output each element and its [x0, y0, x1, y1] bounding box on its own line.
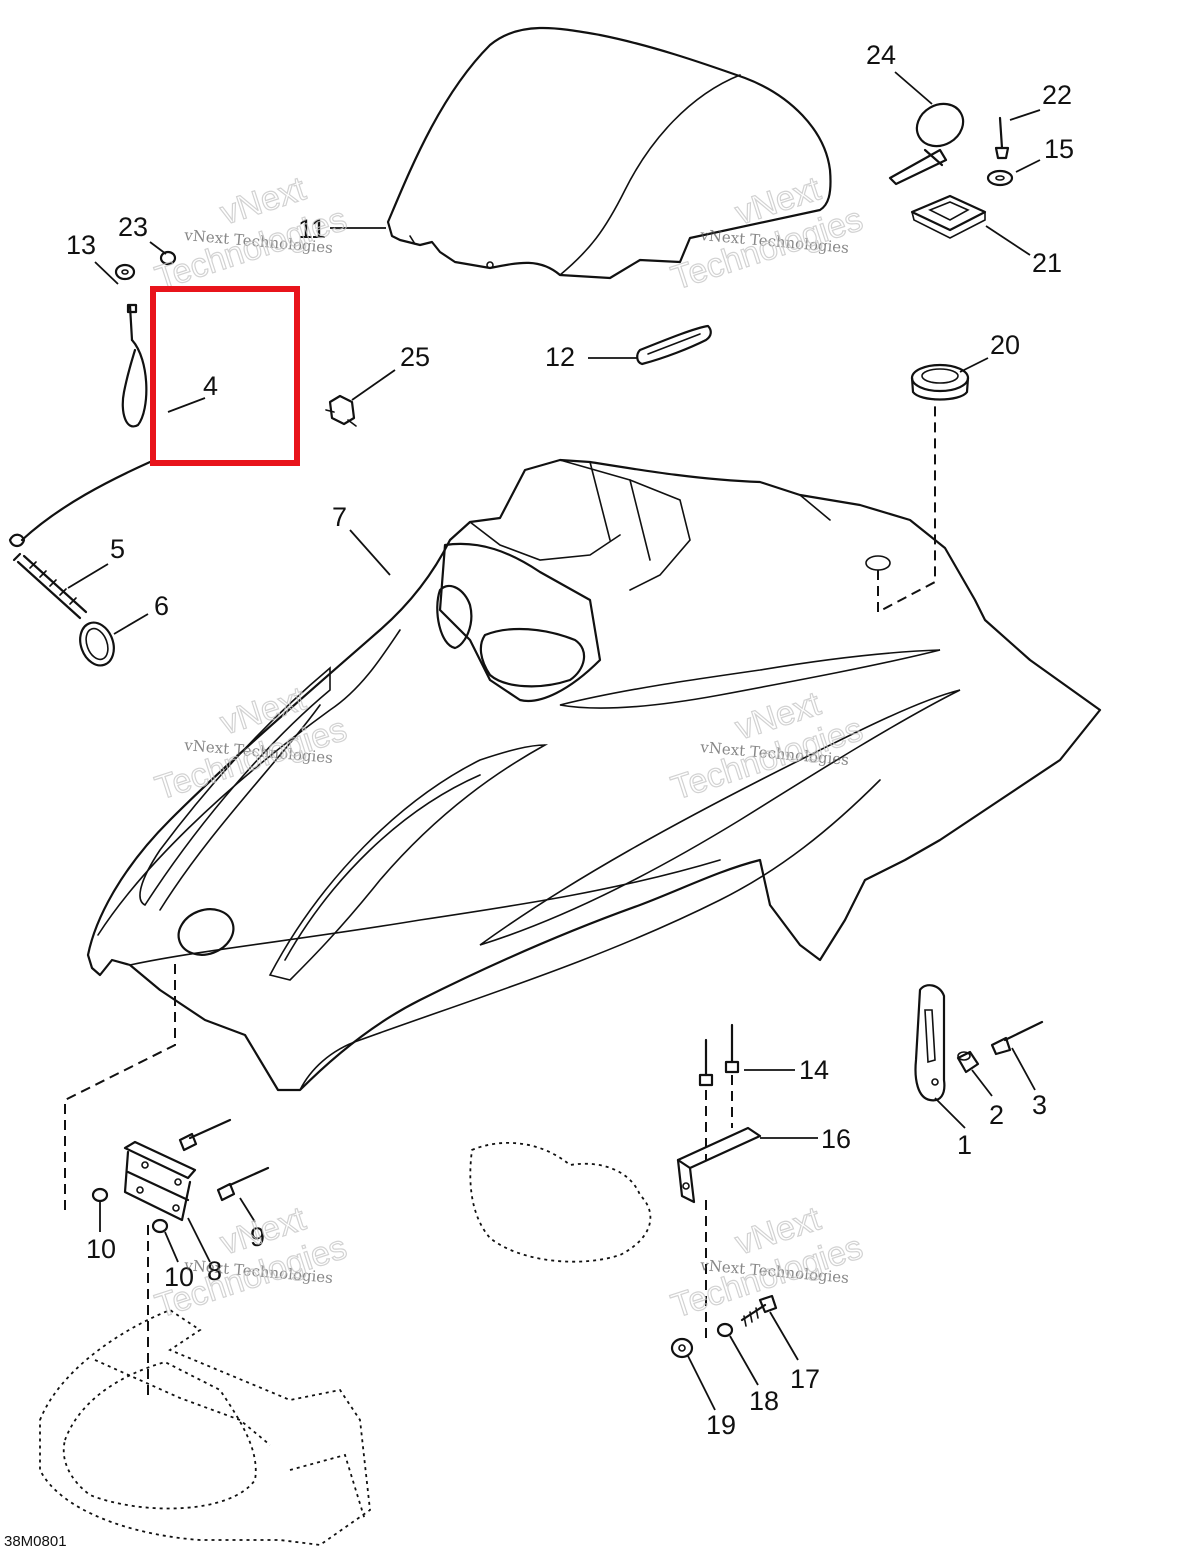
drawing-code: 38M0801: [4, 1533, 67, 1550]
callout-8: 8: [207, 1256, 222, 1286]
washer-10-part[interactable]: [91, 1187, 169, 1234]
callout-labels: 11 24 22 15 21 20 12 25 13 23 4 7 5 6 14…: [66, 40, 1074, 1440]
windshield-part[interactable]: [386, 26, 832, 280]
watermark-mid-right: vNext vNext Technologies Technologies: [666, 684, 868, 808]
hood-part[interactable]: [86, 400, 1102, 1092]
bracket-16-part[interactable]: [676, 1126, 762, 1204]
spacer-2-part[interactable]: [956, 1050, 980, 1074]
callout-15: 15: [1044, 134, 1074, 164]
tether-cable-part[interactable]: [8, 303, 152, 548]
pin-5-part[interactable]: [12, 552, 88, 620]
rivet-3-part[interactable]: [990, 1020, 1044, 1056]
handle-1-part[interactable]: [914, 984, 946, 1102]
washer-23-part[interactable]: [159, 250, 177, 266]
callout-9: 9: [250, 1222, 265, 1252]
callout-17: 17: [790, 1364, 820, 1394]
nut-13-part[interactable]: [114, 263, 136, 281]
washer-15-part[interactable]: [986, 169, 1014, 187]
watermark-bottom-right: vNext vNext Technologies Technologies: [666, 1199, 868, 1326]
hinge-8-part[interactable]: [123, 1140, 197, 1222]
cable-tie-part[interactable]: [888, 96, 971, 186]
callout-1: 1: [957, 1130, 972, 1160]
callout-14: 14: [799, 1055, 829, 1085]
highlight-box: [150, 286, 300, 466]
leader-lines: [67, 71, 1041, 1411]
callout-13: 13: [66, 230, 96, 260]
strip-12-part[interactable]: [636, 324, 712, 366]
callout-4: 4: [203, 371, 218, 401]
callout-10-right: 10: [164, 1262, 194, 1292]
callout-22: 22: [1042, 80, 1072, 110]
mount-base-21-part[interactable]: [910, 194, 987, 239]
callout-7: 7: [332, 502, 347, 532]
grommet-20-part[interactable]: [910, 363, 970, 401]
watermark-top-right: vNext vNext Technologies Technologies: [666, 169, 868, 298]
callout-16: 16: [821, 1124, 851, 1154]
clip-25-part[interactable]: [325, 394, 357, 427]
callout-23: 23: [118, 212, 148, 242]
callout-20: 20: [990, 330, 1020, 360]
callout-11: 11: [298, 214, 326, 244]
callout-10-left: 10: [86, 1234, 116, 1264]
screw-17-part[interactable]: [740, 1294, 778, 1327]
washer-19-part[interactable]: [670, 1337, 694, 1359]
callout-24: 24: [866, 40, 896, 70]
bumper-part: [39, 1308, 371, 1546]
washer-18-part[interactable]: [716, 1322, 734, 1338]
callout-21: 21: [1032, 248, 1062, 278]
callout-5: 5: [110, 534, 125, 564]
callout-18: 18: [749, 1386, 779, 1416]
rivet-14-part[interactable]: [698, 1023, 740, 1087]
rivet-22-part[interactable]: [994, 116, 1010, 160]
callout-6: 6: [154, 591, 169, 621]
callout-2: 2: [989, 1100, 1004, 1130]
callout-3: 3: [1032, 1090, 1047, 1120]
watermark-top-left: vNext vNext Technologies Technologies: [150, 169, 352, 298]
rivet-9-part[interactable]: [178, 1118, 270, 1202]
gauge-cover-part: [469, 1141, 652, 1263]
callout-19: 19: [706, 1410, 736, 1440]
callout-25: 25: [400, 342, 430, 372]
ring-6-part[interactable]: [74, 618, 119, 670]
callout-12: 12: [545, 342, 575, 372]
